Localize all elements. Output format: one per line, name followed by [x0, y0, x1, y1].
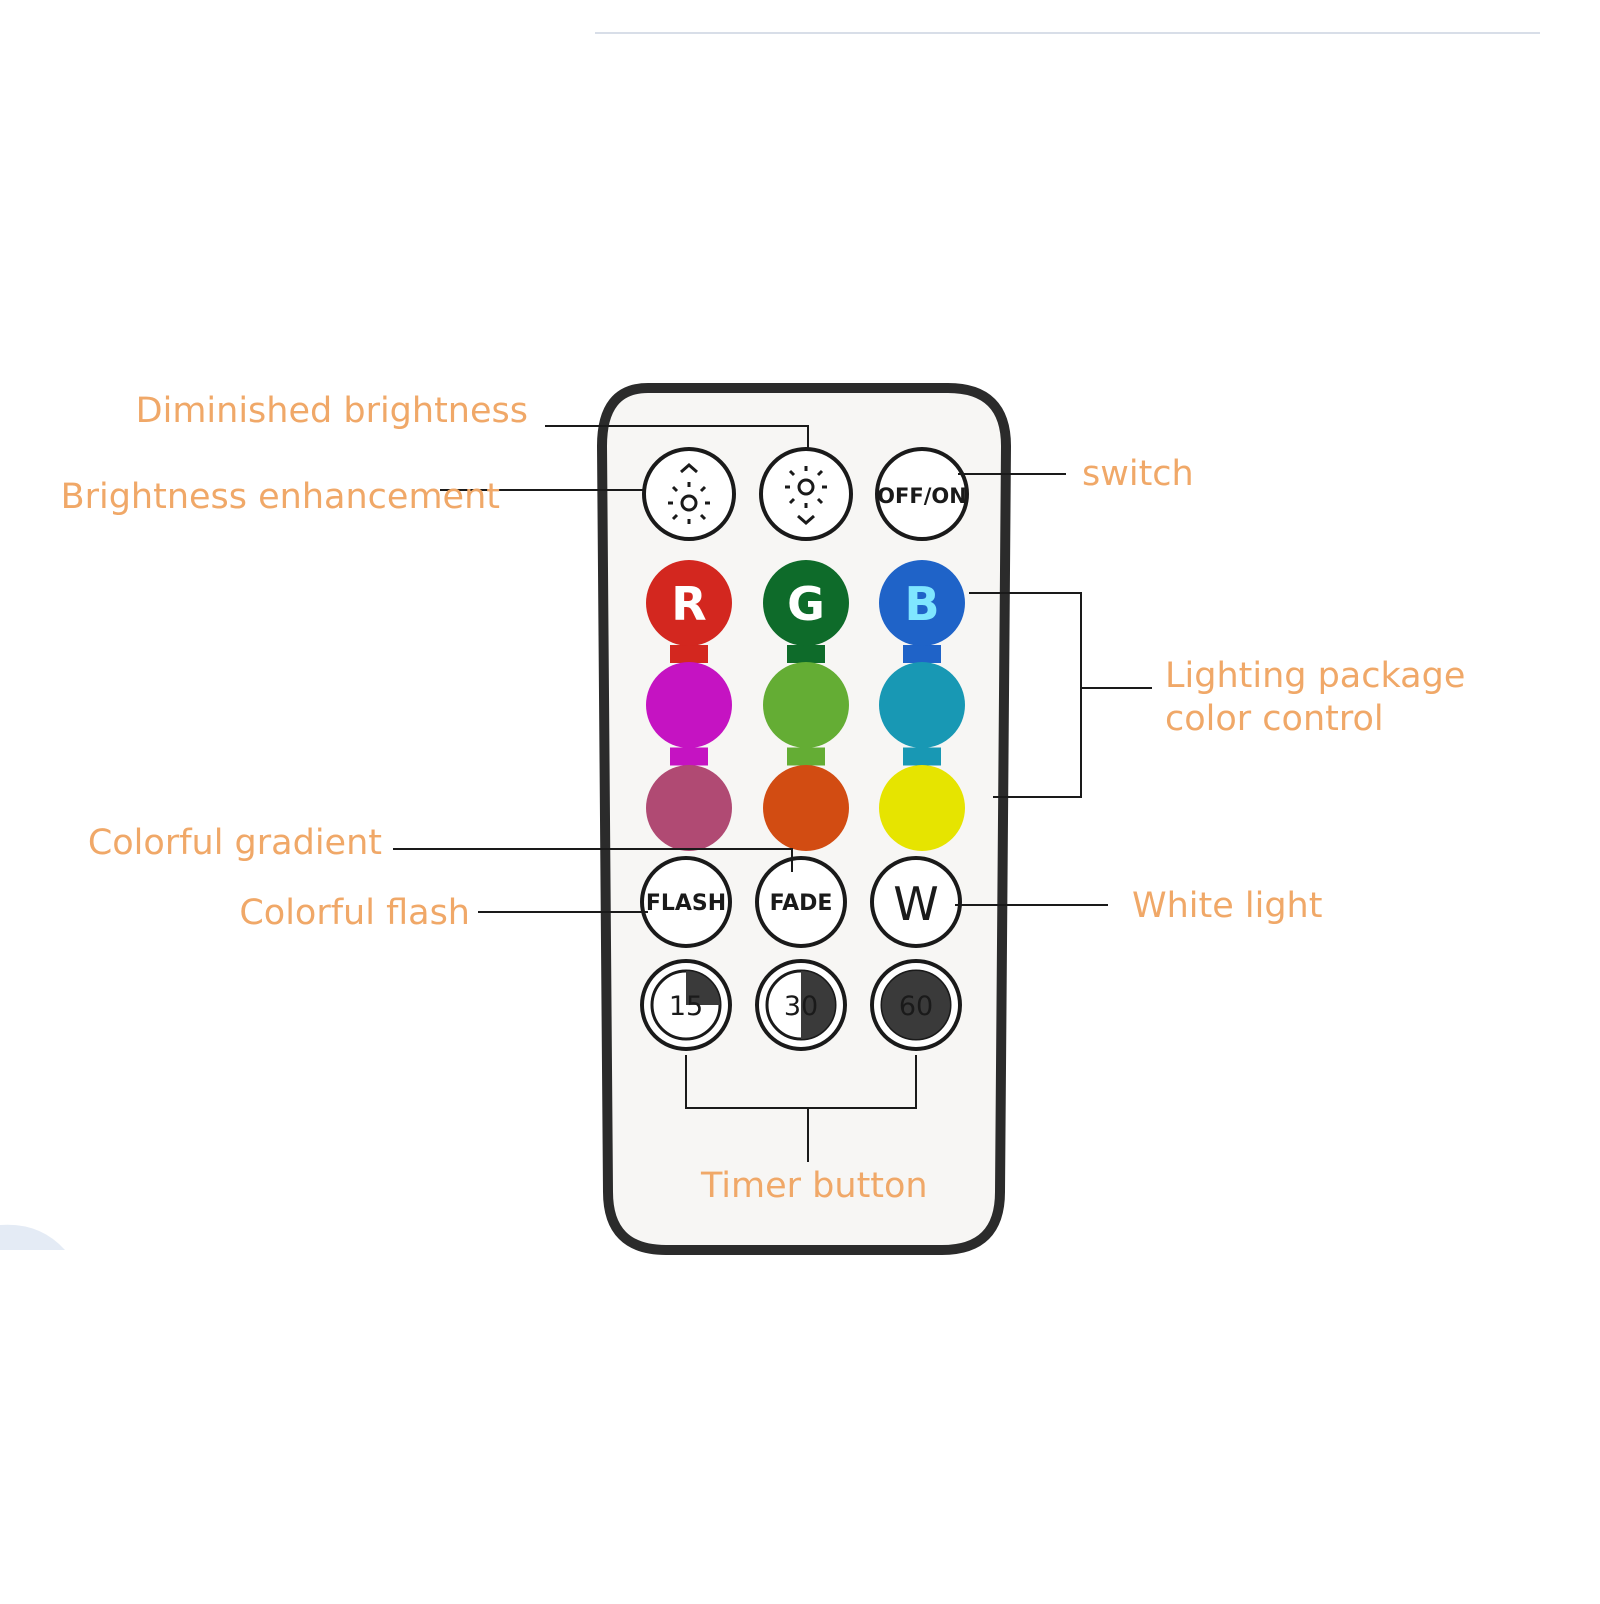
color-button-b[interactable]: B: [879, 560, 965, 646]
white-button[interactable]: W: [870, 856, 962, 948]
brightness-up-button[interactable]: [642, 447, 736, 541]
timer-button-30[interactable]: 30: [755, 959, 847, 1051]
color-button-g[interactable]: G: [763, 560, 849, 646]
color-button[interactable]: [763, 662, 849, 748]
fade-label: FADE: [770, 891, 833, 916]
color-button-r[interactable]: R: [646, 560, 732, 646]
color-button[interactable]: [646, 662, 732, 748]
callout-switch: switch: [1082, 454, 1194, 494]
callout-lines: [393, 425, 1152, 1162]
color-connector: [903, 747, 941, 766]
callout-white-light: White light: [1132, 886, 1323, 926]
timer-fill: [882, 971, 950, 1039]
timer-label: 60: [899, 991, 933, 1022]
background-arc: [0, 1224, 65, 1250]
power-label: OFF/ON: [877, 484, 967, 508]
leader-diminished: [545, 425, 809, 450]
callout-timer-button: Timer button: [701, 1166, 928, 1206]
timer-button-15[interactable]: 15: [640, 959, 732, 1051]
color-button[interactable]: [646, 765, 732, 851]
color-connector: [670, 645, 708, 663]
callout-diminished-brightness: Diminished brightness: [135, 391, 528, 431]
color-connector: [787, 747, 825, 766]
callout-brightness-enhancement: Brightness enhancement: [60, 477, 500, 517]
color-connector: [903, 645, 941, 663]
fade-button[interactable]: FADE: [755, 856, 847, 948]
color-button[interactable]: [879, 765, 965, 851]
color-button-label: B: [904, 577, 939, 631]
callout-colorful-flash: Colorful flash: [239, 893, 470, 933]
callout-colorful-gradient: Colorful gradient: [87, 823, 382, 863]
callout-lighting-package: Lighting package color control: [1165, 656, 1466, 739]
color-button[interactable]: [879, 662, 965, 748]
timer-fill: [686, 971, 720, 1005]
power-button[interactable]: OFF/ON: [875, 447, 969, 541]
timer-label: 15: [669, 991, 703, 1022]
white-label: W: [893, 877, 938, 931]
color-button-label: G: [787, 577, 825, 631]
arrow-down-icon: [797, 514, 815, 525]
timer-label: 30: [784, 991, 818, 1022]
flash-label: FLASH: [646, 891, 726, 916]
arrow-up-icon: [680, 463, 698, 474]
brightness-down-button[interactable]: [759, 447, 853, 541]
color-button-label: R: [671, 577, 706, 631]
leader-package: [969, 592, 1082, 798]
timer-button-row: 15 30 60: [640, 959, 962, 1051]
timer-button-60[interactable]: 60: [870, 959, 962, 1051]
color-connector: [670, 747, 708, 766]
color-connector: [787, 645, 825, 663]
sun-icon: [785, 466, 827, 508]
flash-button[interactable]: FLASH: [640, 856, 732, 948]
timer-fill: [801, 971, 835, 1039]
color-button[interactable]: [763, 765, 849, 851]
sun-icon: [668, 482, 710, 524]
leader-timer: [685, 1055, 917, 1109]
leader-gradient: [393, 848, 793, 872]
